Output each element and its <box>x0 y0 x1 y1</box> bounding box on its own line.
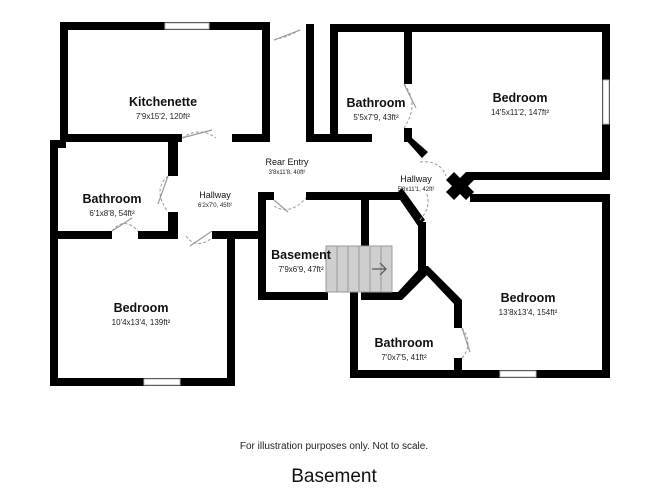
wall-bath-left-bottom-b <box>138 231 178 239</box>
door-bedroom-tr <box>419 161 447 177</box>
room-name-kitchenette: Kitchenette <box>129 95 197 109</box>
wall-bath-top-bottom <box>306 134 372 142</box>
stair-direction-arrow-icon <box>372 262 387 276</box>
wall-hall-right-vertical <box>418 222 426 272</box>
window-bedroom-br <box>499 370 537 378</box>
stairs <box>325 245 393 293</box>
wall-kitchenette-left <box>60 22 68 142</box>
wall-bedroom-br-right <box>602 194 610 378</box>
wall-basement-bottom <box>258 292 328 300</box>
windows <box>143 22 610 386</box>
doors <box>111 29 471 359</box>
wall-bath-bottom-left <box>350 292 358 378</box>
wall-bath-bottom-diagonal <box>418 266 462 328</box>
room-name-bedroom-bottom-right: Bedroom <box>501 291 556 305</box>
room-name-bathroom-bottom: Bathroom <box>374 336 433 350</box>
wall-bedroom-br-top <box>470 194 610 202</box>
room-dims-bedroom-top-right: 14'5x11'2, 147ft² <box>491 108 549 117</box>
door-kitchenette <box>181 129 213 139</box>
room-name-basement: Basement <box>271 248 332 262</box>
room-labels: Kitchenette 7'9x15'2, 120ft² Bathroom 6'… <box>82 91 557 362</box>
room-name-bedroom-left: Bedroom <box>114 301 169 315</box>
wall-bedroom-left-right <box>227 231 235 386</box>
wall-bedroom-br-bottom <box>350 370 610 378</box>
room-name-bathroom-top: Bathroom <box>346 96 405 110</box>
room-name-bedroom-top-right: Bedroom <box>493 91 548 105</box>
wall-bath-left-right-upper <box>168 140 178 176</box>
wall-basement-left <box>258 192 266 300</box>
door-hallway-right <box>419 191 429 221</box>
wall-bath-top-inner-left <box>330 24 338 142</box>
disclaimer-text: For illustration purposes only. Not to s… <box>239 441 429 452</box>
room-dims-bathroom-top: 5'5x7'9, 43ft² <box>353 113 399 122</box>
door-rear-entry <box>273 29 301 41</box>
wall-bath-bottom-right <box>454 358 462 378</box>
room-dims-hallway-left: 6'2x7'0, 45ft² <box>198 203 232 209</box>
door-bathroom-top <box>403 83 417 109</box>
door-bathroom-bottom <box>461 327 471 353</box>
window-bedroom-left <box>143 378 181 386</box>
room-name-rear-entry: Rear Entry <box>265 157 309 167</box>
room-dims-bathroom-left: 6'1x8'8, 54ft² <box>89 209 135 218</box>
wall-diagonal-upper <box>396 188 425 226</box>
wall-basement-top <box>306 192 402 200</box>
room-dims-bedroom-left: 10'4x13'4, 139ft² <box>112 318 171 327</box>
room-dims-rear-entry: 3'8x11'8, 40ft² <box>269 170 306 176</box>
room-dims-basement: 7'9x6'9, 47ft² <box>278 265 324 274</box>
wall-left-top <box>50 140 66 148</box>
room-dims-bathroom-bottom: 7'0x7'5, 41ft² <box>381 353 427 362</box>
room-name-hallway-left: Hallway <box>199 190 231 200</box>
wall-bedroom-tr-bottom <box>466 172 610 180</box>
wall-kitchenette-bottom <box>60 134 182 142</box>
wall-x-2 <box>446 172 474 200</box>
room-dims-kitchenette: 7'9x15'2, 120ft² <box>136 112 191 121</box>
door-basement <box>273 199 289 213</box>
wall-hallway-left-bottom <box>212 231 260 239</box>
wall-kitchenette-right <box>262 22 270 142</box>
wall-kitchenette-bottom-right <box>232 134 270 142</box>
wall-bath-left-bottom-a <box>50 231 112 239</box>
door-bathroom-left <box>157 175 169 205</box>
room-dims-hallway-right: 5'8x11'1, 42ft² <box>398 187 435 193</box>
room-dims-bedroom-bottom-right: 13'8x13'4, 154ft² <box>499 308 558 317</box>
window-kitchenette <box>164 22 210 30</box>
wall-bath-top-corner <box>404 138 428 158</box>
door-bedroom-left <box>189 230 213 247</box>
room-name-hallway-right: Hallway <box>400 174 432 184</box>
wall-bath-top-right-lower <box>404 128 412 142</box>
door-bathroom-left-lower <box>111 217 133 232</box>
wall-bath-top-right-upper <box>404 24 412 84</box>
wall-top-right <box>330 24 610 32</box>
window-bedroom-tr <box>602 79 610 125</box>
room-name-bathroom-left: Bathroom <box>82 192 141 206</box>
wall-bath-left-right-lower <box>168 212 178 238</box>
wall-basement-top-left <box>258 192 274 200</box>
wall-left-outer <box>50 140 58 385</box>
wall-bedroom-left-bottom <box>50 378 235 386</box>
floor-title: Basement <box>291 466 377 487</box>
wall-bath-top-left <box>306 24 314 142</box>
